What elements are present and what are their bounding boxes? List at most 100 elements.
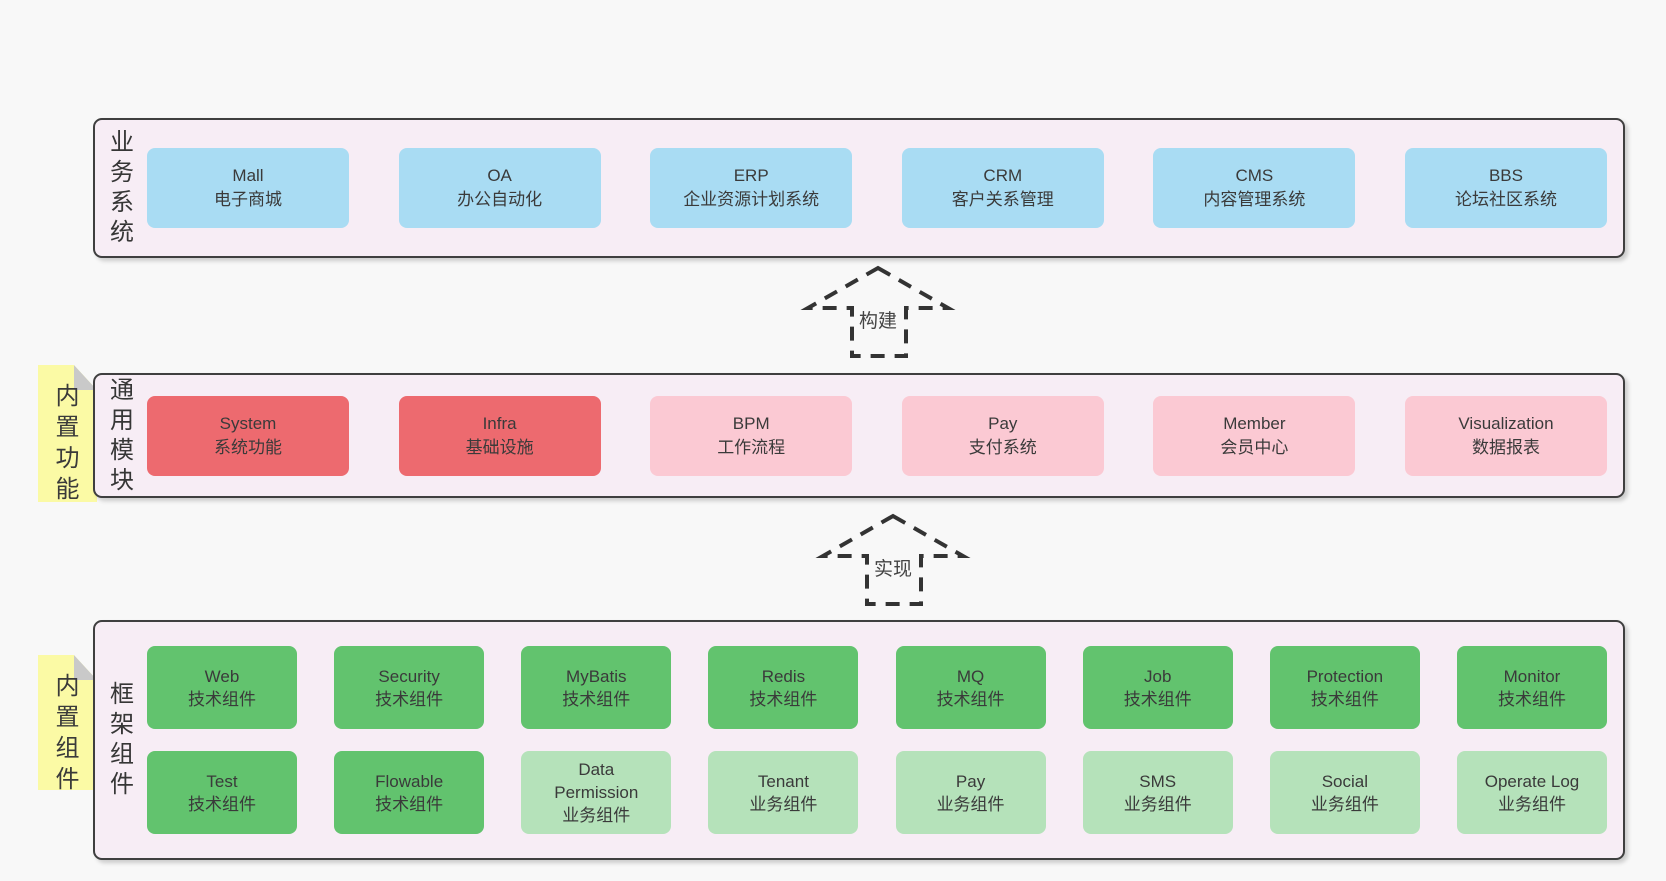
box-subtitle: 业务组件 bbox=[1497, 794, 1566, 814]
box-subtitle: 技术组件 bbox=[188, 689, 256, 709]
box-subtitle: 办公自动化 bbox=[457, 190, 543, 209]
box-mall: Mall 电子商城 bbox=[147, 148, 349, 228]
dashed-up-arrow-build: 构建 bbox=[798, 262, 958, 362]
box-title: Infra bbox=[482, 413, 517, 433]
layer-framework-components: 框架组件 Web 技术组件 Security 技术组件 MyBatis 技术组件… bbox=[93, 620, 1625, 860]
note-label: 内置组件 bbox=[55, 673, 80, 793]
box-tenant: Tenant 业务组件 bbox=[708, 751, 859, 834]
box-subtitle: 会员中心 bbox=[1220, 437, 1289, 457]
box-subtitle: 技术组件 bbox=[562, 689, 631, 709]
note-label: 内置功能 bbox=[55, 383, 80, 503]
box-title: MQ bbox=[956, 666, 985, 686]
box-title: MyBatis bbox=[566, 666, 627, 686]
box-subtitle: 业务组件 bbox=[1310, 794, 1379, 814]
box-data-permission: Data Permission 业务组件 bbox=[521, 751, 672, 834]
common-modules-boxes: System 系统功能 Infra 基础设施 BPM 工作流程 Pay 支付系统… bbox=[147, 375, 1607, 496]
sticky-note-built-in-features: 内置功能 bbox=[38, 365, 97, 502]
dashed-up-arrow-implement: 实现 bbox=[813, 510, 973, 610]
box-title: Member bbox=[1223, 413, 1286, 433]
box-redis: Redis 技术组件 bbox=[708, 646, 859, 729]
box-title: Web bbox=[204, 666, 240, 686]
box-title: CMS bbox=[1235, 166, 1274, 185]
box-subtitle: 技术组件 bbox=[188, 794, 256, 814]
framework-row-1: Web 技术组件 Security 技术组件 MyBatis 技术组件 Redi… bbox=[147, 646, 1607, 729]
box-title: Test bbox=[206, 771, 238, 791]
box-title: Mall bbox=[232, 166, 264, 185]
business-systems-boxes: Mall 电子商城 OA 办公自动化 ERP 企业资源计划系统 CRM 客户关系… bbox=[147, 120, 1607, 256]
box-subtitle: 企业资源计划系统 bbox=[683, 190, 820, 209]
box-social: Social 业务组件 bbox=[1269, 751, 1420, 834]
box-sms: SMS 业务组件 bbox=[1082, 751, 1233, 834]
layer-common-modules: 通用模块 System 系统功能 Infra 基础设施 BPM 工作流程 Pay… bbox=[93, 373, 1625, 498]
box-erp: ERP 企业资源计划系统 bbox=[650, 148, 853, 228]
box-infra: Infra 基础设施 bbox=[398, 395, 601, 476]
box-subtitle: 论坛社区系统 bbox=[1454, 190, 1557, 209]
sticky-note-built-in-components: 内置组件 bbox=[38, 655, 97, 790]
box-title: Job bbox=[1143, 666, 1172, 686]
box-bbs: BBS 论坛社区系统 bbox=[1404, 148, 1607, 228]
box-subtitle: 技术组件 bbox=[375, 794, 444, 814]
box-subtitle: 内容管理系统 bbox=[1203, 190, 1306, 209]
box-title: BPM bbox=[732, 413, 770, 433]
up-arrow-icon bbox=[800, 265, 956, 358]
box-title: CRM bbox=[983, 166, 1023, 185]
box-operate-log: Operate Log 业务组件 bbox=[1456, 751, 1607, 834]
box-subtitle: 系统功能 bbox=[214, 437, 282, 457]
box-subtitle: 业务组件 bbox=[1123, 794, 1192, 814]
box-title: Pay bbox=[988, 413, 1018, 433]
box-title: Operate Log bbox=[1484, 771, 1580, 791]
box-title: Data Permission bbox=[554, 760, 639, 802]
box-crm: CRM 客户关系管理 bbox=[901, 148, 1104, 228]
box-title: Protection bbox=[1306, 666, 1384, 686]
box-title: BBS bbox=[1488, 166, 1523, 185]
box-title: SMS bbox=[1139, 771, 1177, 791]
box-member: Member 会员中心 bbox=[1153, 395, 1356, 476]
box-subtitle: 业务组件 bbox=[562, 806, 631, 825]
box-mybatis: MyBatis 技术组件 bbox=[521, 646, 672, 729]
box-title: System bbox=[219, 413, 277, 433]
framework-row-2: Test 技术组件 Flowable 技术组件 Data Permission … bbox=[147, 751, 1607, 834]
arrow-label-implement: 实现 bbox=[870, 554, 916, 581]
box-subtitle: 技术组件 bbox=[936, 689, 1005, 709]
box-web: Web 技术组件 bbox=[147, 646, 297, 729]
box-title: OA bbox=[487, 166, 512, 185]
arrow-label-build: 构建 bbox=[855, 306, 901, 333]
box-subtitle: 技术组件 bbox=[749, 689, 818, 709]
box-subtitle: 电子商城 bbox=[214, 190, 282, 209]
box-title: Visualization bbox=[1458, 413, 1554, 433]
box-subtitle: 技术组件 bbox=[1123, 689, 1192, 709]
box-cms: CMS 内容管理系统 bbox=[1153, 148, 1356, 228]
box-subtitle: 业务组件 bbox=[749, 794, 818, 814]
box-security: Security 技术组件 bbox=[334, 646, 485, 729]
box-subtitle: 基础设施 bbox=[465, 437, 534, 457]
box-title: Social bbox=[1321, 771, 1368, 791]
box-test: Test 技术组件 bbox=[147, 751, 297, 834]
up-arrow-icon bbox=[815, 513, 971, 606]
box-mq: MQ 技术组件 bbox=[895, 646, 1046, 729]
layer-label-common-modules: 通用模块 bbox=[110, 376, 134, 494]
framework-components-boxes: Web 技术组件 Security 技术组件 MyBatis 技术组件 Redi… bbox=[147, 622, 1607, 858]
box-title: Pay bbox=[955, 771, 986, 791]
box-subtitle: 客户关系管理 bbox=[951, 190, 1054, 209]
box-subtitle: 技术组件 bbox=[1310, 689, 1379, 709]
box-monitor: Monitor 技术组件 bbox=[1456, 646, 1607, 729]
box-subtitle: 业务组件 bbox=[936, 794, 1005, 814]
box-protection: Protection 技术组件 bbox=[1269, 646, 1420, 729]
layer-business-systems: 业务系统 Mall 电子商城 OA 办公自动化 ERP 企业资源计划系统 CRM… bbox=[93, 118, 1625, 258]
box-subtitle: 工作流程 bbox=[717, 437, 786, 457]
box-oa: OA 办公自动化 bbox=[398, 148, 601, 228]
box-job: Job 技术组件 bbox=[1082, 646, 1233, 729]
box-subtitle: 技术组件 bbox=[375, 689, 444, 709]
box-title: ERP bbox=[733, 166, 769, 185]
box-title: Monitor bbox=[1503, 666, 1561, 686]
box-bpm: BPM 工作流程 bbox=[650, 395, 853, 476]
box-pay-component: Pay 业务组件 bbox=[895, 751, 1046, 834]
layer-label-business-systems: 业务系统 bbox=[110, 129, 134, 246]
box-title: Security bbox=[378, 666, 440, 686]
box-subtitle: 数据报表 bbox=[1471, 437, 1540, 457]
box-pay-system: Pay 支付系统 bbox=[901, 395, 1104, 476]
box-title: Redis bbox=[761, 666, 806, 686]
box-system: System 系统功能 bbox=[147, 395, 349, 476]
box-flowable: Flowable 技术组件 bbox=[334, 751, 485, 834]
